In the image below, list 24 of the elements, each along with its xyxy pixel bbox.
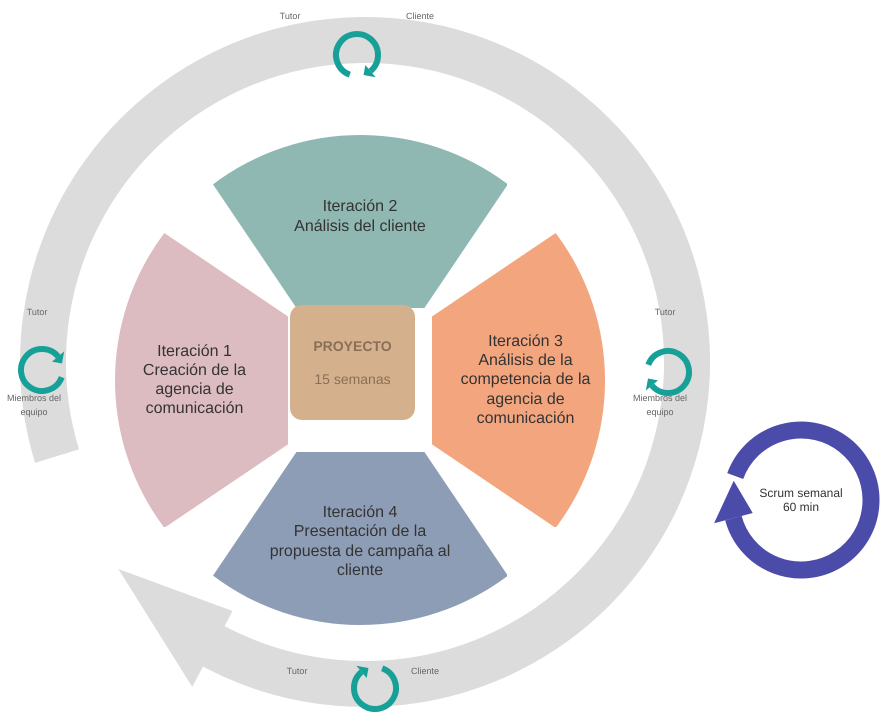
role-label: Tutor xyxy=(654,306,676,319)
iteration-title: Iteración 4 xyxy=(322,503,398,522)
iteration-description: Creación de la agencia de comunicación xyxy=(142,360,248,418)
iteration-sector xyxy=(432,232,605,528)
iteration-title: Iteración 1 xyxy=(157,342,232,361)
role-label: Tutor xyxy=(278,10,302,23)
iteration-description: Presentación de la propuesta de campaña al cliente xyxy=(268,522,452,580)
iteration-sector xyxy=(115,232,288,528)
role-label: Miembros del equipo xyxy=(632,392,688,419)
iteration-title: Iteración 3 xyxy=(488,332,563,352)
scrum-label: Scrum semanal 60 min xyxy=(758,486,844,514)
iteration-description: Análisis del cliente xyxy=(294,216,426,236)
role-label: Tutor xyxy=(286,665,308,678)
iteration-sector xyxy=(212,135,508,308)
project-duration: 15 semanas xyxy=(314,370,391,388)
role-label: Cliente xyxy=(410,665,440,678)
role-label: Miembros del equipo xyxy=(6,392,62,419)
project-title: PROYECTO xyxy=(313,338,392,354)
role-label: Tutor xyxy=(26,306,48,319)
iteration-sector xyxy=(212,452,508,625)
iteration-title: Iteración 2 xyxy=(322,197,398,216)
role-label: Cliente xyxy=(404,10,435,23)
project-box xyxy=(290,305,415,420)
iteration-description: Análisis de la competencia de la agencia de comunicación xyxy=(460,351,592,428)
